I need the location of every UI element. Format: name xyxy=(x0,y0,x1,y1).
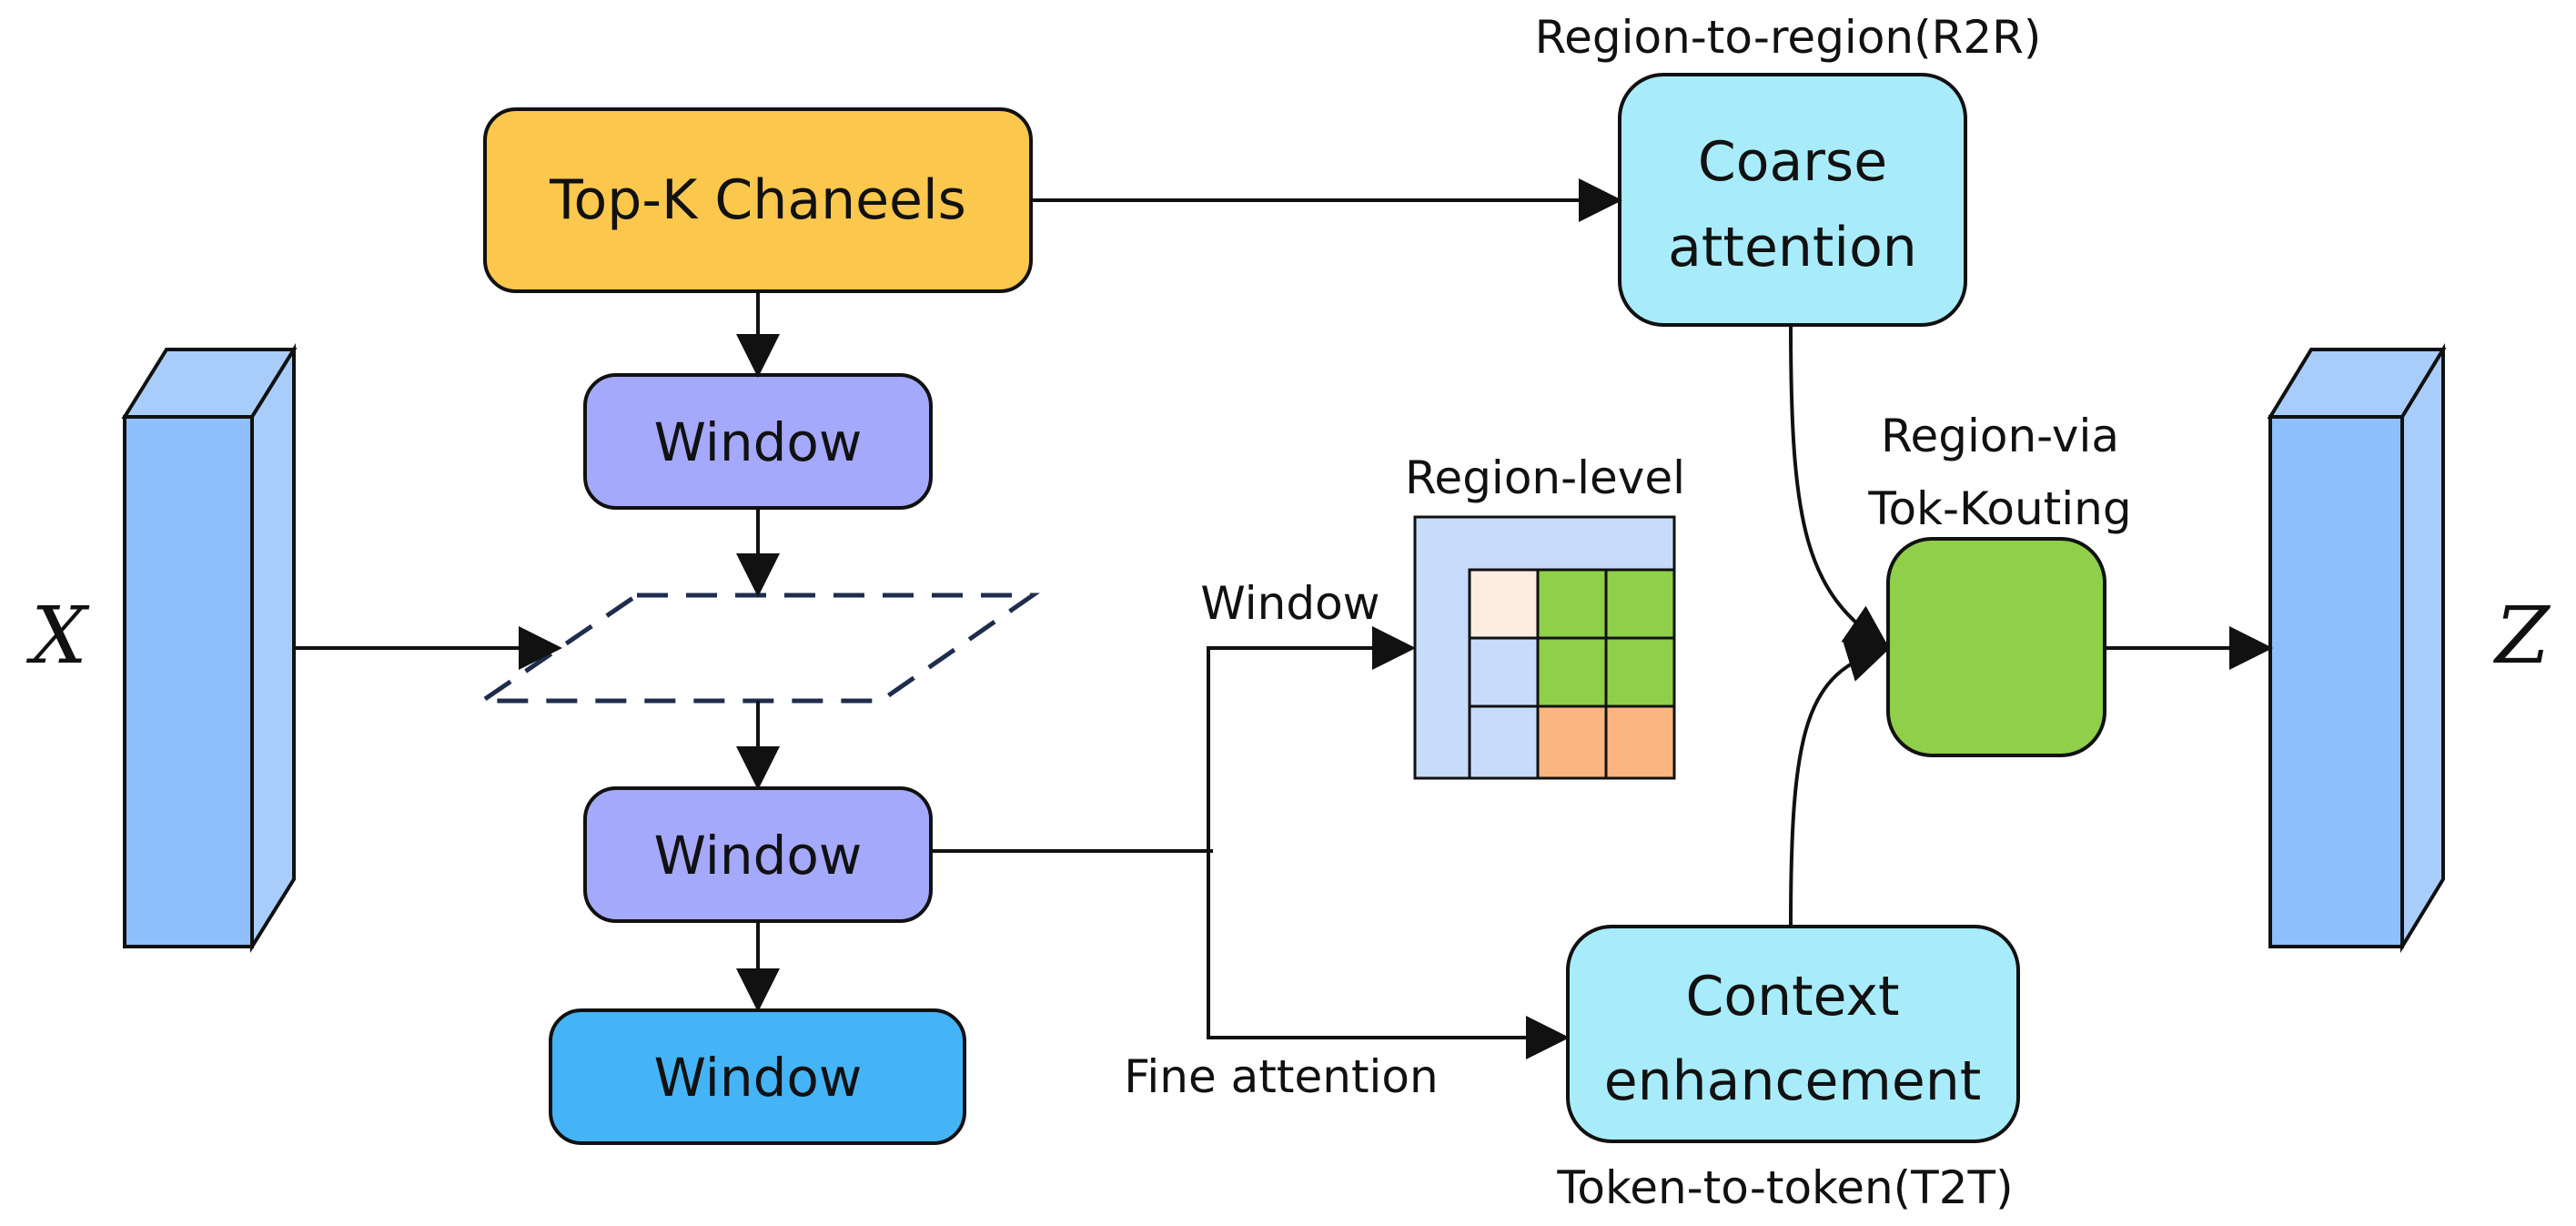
coarse-attention-label-2: attention xyxy=(1668,216,1917,279)
arrow-to-region-grid xyxy=(1207,626,1416,1038)
coarse-attention-label-1: Coarse xyxy=(1698,130,1887,194)
coarse-attention-box xyxy=(1618,73,1967,327)
output-z-label: Z xyxy=(2492,591,2551,682)
window-label-3: Window xyxy=(654,1047,863,1109)
window-arrow-label: Window xyxy=(1200,577,1379,630)
window-label-2: Window xyxy=(654,825,863,887)
context-enhancement-label-1: Context xyxy=(1685,965,1899,1028)
output-tensor-z xyxy=(2267,342,2447,954)
window-partition-plane xyxy=(474,593,1040,704)
arrow-context-to-routing xyxy=(1789,639,1891,927)
fine-attention-label: Fine attention xyxy=(1124,1050,1438,1103)
window-label-1: Window xyxy=(654,411,863,473)
region-via-label-2: Tok-Kouting xyxy=(1867,482,2131,535)
region-level-grid xyxy=(1413,515,1676,780)
input-tensor-x xyxy=(121,342,298,954)
context-enhancement-label-2: enhancement xyxy=(1604,1049,1982,1113)
arrow-to-context xyxy=(1207,648,1570,1059)
routing-box xyxy=(1886,537,2106,757)
region-via-label-1: Region-via xyxy=(1881,410,2119,462)
r2r-label: Region-to-region(R2R) xyxy=(1535,11,2042,64)
region-level-label: Region-level xyxy=(1405,451,1685,504)
t2t-label: Token-to-token(T2T) xyxy=(1556,1161,2013,1214)
arrow-coarse-to-routing xyxy=(1789,324,1890,649)
input-x-label: X xyxy=(25,591,90,682)
connectors xyxy=(294,178,2273,1059)
topk-channels-label: Top-K Chaneels xyxy=(549,168,966,232)
